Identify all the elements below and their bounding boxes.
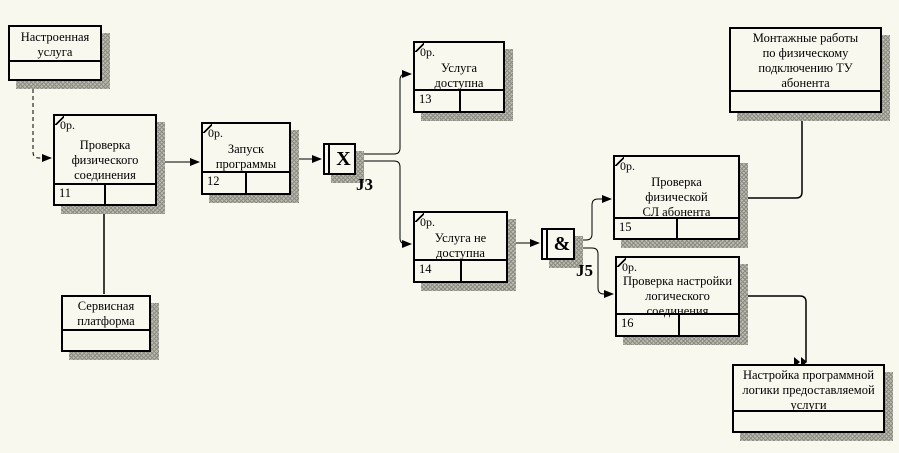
footer-divider <box>678 315 680 335</box>
box-number: 11 <box>59 186 72 200</box>
box-footer: 12 <box>203 171 289 193</box>
box-footer: 13 <box>415 89 503 111</box>
junction-symbol-xor: X <box>336 147 351 170</box>
box-title: Проверка физической СЛ абонента <box>642 175 711 219</box>
uow-box-15[interactable]: 0р. Проверка физической СЛ абонента 15 <box>613 155 740 240</box>
junction-j5[interactable]: & <box>541 228 575 260</box>
corner-mark <box>615 157 624 166</box>
box-title: Проверка физического соединения <box>71 138 139 182</box>
referent-nastroika-logiki[interactable]: Настройка программной логики предоставля… <box>732 364 885 433</box>
referent-montazhnye-raboty[interactable]: Монтажные работы по физическому подключе… <box>729 27 882 113</box>
uow-box-13[interactable]: 0р. Услуга доступна 13 <box>413 41 505 113</box>
box-number: 16 <box>621 316 634 330</box>
box-title: Настроенная услуга <box>20 30 90 59</box>
box-cost: 0р. <box>622 260 637 274</box>
box-number: 13 <box>419 92 432 106</box>
box-cost: 0р. <box>420 215 435 229</box>
box-cost: 0р. <box>620 159 635 173</box>
uow-box-16[interactable]: 0р. Проверка настройки логического соеди… <box>615 256 740 337</box>
link-j3-to-b13 <box>356 70 412 155</box>
box-title: Запуск программы <box>215 142 277 171</box>
junction-label: J5 <box>576 261 593 280</box>
footer-divider <box>245 173 247 193</box>
corner-mark <box>415 43 424 52</box>
junction-bar <box>546 230 548 258</box>
uow-box-14[interactable]: 0р. Услуга не доступна 14 <box>413 211 508 283</box>
referent-servisnaya-platforma[interactable]: Сервисная платформа <box>61 295 151 352</box>
link-b15-to-montazh <box>741 111 814 199</box>
junction-j3[interactable]: X <box>323 143 356 175</box>
footer-divider <box>459 91 461 111</box>
box-footer <box>731 90 880 111</box>
link-j3-to-b14 <box>356 160 412 248</box>
box-title: Монтажные работы по физическому подключе… <box>752 31 859 90</box>
box-footer <box>63 329 149 350</box>
footer-divider <box>676 219 678 238</box>
footer-divider <box>460 261 462 281</box>
box-footer <box>734 410 883 431</box>
box-footer <box>10 60 100 79</box>
junction-label: J3 <box>356 175 373 194</box>
box-cost: 0р. <box>420 45 435 59</box>
link-nastroennaya-to-b11 <box>32 82 52 162</box>
junction-symbol-and: & <box>553 232 571 255</box>
box-number: 15 <box>619 220 632 234</box>
box-title: Настройка программной логики предоставля… <box>742 368 875 412</box>
corner-mark <box>617 258 626 267</box>
link-j5-to-b15 <box>576 195 612 241</box>
referent-nastroennaya-usluga[interactable]: Настроенная услуга <box>8 25 102 81</box>
footer-divider <box>104 185 106 204</box>
box-title: Сервисная платформа <box>77 299 135 328</box>
uow-box-11[interactable]: 0р. Проверка физического соединения 11 <box>53 114 157 206</box>
corner-mark <box>55 116 64 125</box>
junction-bar <box>328 145 330 173</box>
box-footer: 16 <box>617 313 738 335</box>
box-number: 12 <box>207 174 220 188</box>
box-cost: 0р. <box>60 118 75 132</box>
box-footer: 11 <box>55 183 155 204</box>
box-footer: 14 <box>415 259 506 281</box>
link-b16-to-nastroika <box>741 295 807 367</box>
corner-mark <box>415 213 424 222</box>
uow-box-12[interactable]: 0р. Запуск программы 12 <box>201 122 291 195</box>
box-title: Услуга доступна <box>434 61 484 90</box>
link-j5-to-b16 <box>576 247 614 298</box>
box-cost: 0р. <box>208 126 223 140</box>
box-title: Услуга не доступна <box>434 231 487 260</box>
box-footer: 15 <box>615 217 738 238</box>
corner-mark <box>203 124 212 133</box>
box-number: 14 <box>419 262 432 276</box>
